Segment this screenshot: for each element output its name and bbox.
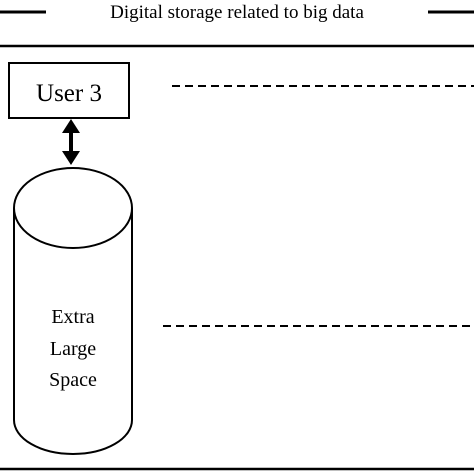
storage-label-line-3: Space (49, 369, 97, 391)
bidirectional-arrow (62, 119, 80, 165)
storage-label-line-2: Large (50, 338, 96, 360)
arrow-head-up-icon (62, 119, 80, 133)
arrow-head-down-icon (62, 151, 80, 165)
user-box: User 3 (8, 62, 130, 119)
diagram-title: Digital storage related to big data (110, 2, 364, 23)
user-box-label: User 3 (36, 80, 102, 107)
cylinder-top (13, 167, 133, 249)
user-box-frame (8, 62, 130, 119)
storage-cylinder: Extra Large Space (13, 167, 133, 455)
cylinder-body (13, 208, 133, 455)
storage-label-line-1: Extra (51, 306, 94, 328)
